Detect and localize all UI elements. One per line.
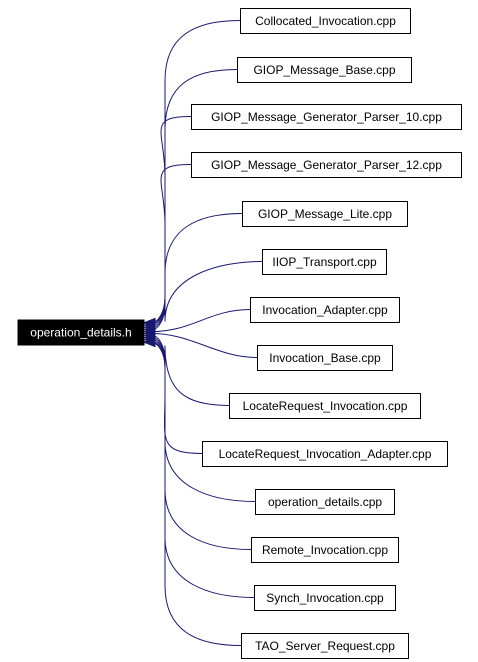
dependency-edge (151, 309, 251, 333)
dependency-edge (151, 336, 203, 454)
arrowhead (143, 337, 156, 348)
node-iiop-transport-cpp[interactable]: IIOP_Transport.cpp (262, 249, 387, 275)
node-label: LocateRequest_Invocation_Adapter.cpp (219, 447, 432, 461)
node-giop-message-generator-parser-10-cpp[interactable]: GIOP_Message_Generator_Parser_10.cpp (191, 104, 462, 130)
node-label: TAO_Server_Request.cpp (255, 639, 395, 653)
node-label: GIOP_Message_Generator_Parser_10.cpp (211, 110, 442, 124)
node-box (254, 585, 396, 611)
node-box (257, 345, 393, 371)
node-label: GIOP_Message_Lite.cpp (258, 207, 392, 221)
node-label: Invocation_Base.cpp (269, 351, 381, 365)
dependency-edge (151, 334, 230, 406)
dependency-edge (151, 342, 242, 646)
node-invocation-base-cpp[interactable]: Invocation_Base.cpp (257, 345, 393, 371)
dependency-edges (143, 20, 263, 646)
node-remote-invocation-cpp[interactable]: Remote_Invocation.cpp (251, 537, 399, 563)
node-collocated-invocation-cpp[interactable]: Collocated_Invocation.cpp (240, 8, 411, 34)
node-giop-message-lite-cpp[interactable]: GIOP_Message_Lite.cpp (242, 201, 408, 227)
graph-nodes: operation_details.h Collocated_Invocation… (17, 8, 462, 659)
node-invocation-adapter-cpp[interactable]: Invocation_Adapter.cpp (250, 297, 400, 323)
dependency-edge (151, 116, 192, 325)
node-giop-message-generator-parser-12-cpp[interactable]: GIOP_Message_Generator_Parser_12.cpp (191, 152, 462, 178)
dependency-edge (151, 213, 243, 329)
node-synch-invocation-cpp[interactable]: Synch_Invocation.cpp (254, 585, 396, 611)
node-box (202, 441, 448, 467)
node-label: GIOP_Message_Generator_Parser_12.cpp (211, 158, 442, 172)
node-locaterequest-invocation-adapter-cpp[interactable]: LocateRequest_Invocation_Adapter.cpp (202, 441, 448, 467)
node-label: Invocation_Adapter.cpp (262, 303, 388, 317)
node-box (237, 57, 412, 83)
dependency-edge (151, 164, 192, 327)
node-box (241, 633, 409, 659)
node-label: operation_details.cpp (268, 495, 382, 509)
node-label: GIOP_Message_Base.cpp (253, 63, 395, 77)
root-node-label: operation_details.h (30, 326, 131, 340)
node-label: Remote_Invocation.cpp (262, 543, 388, 557)
node-giop-message-base-cpp[interactable]: GIOP_Message_Base.cpp (237, 57, 412, 83)
node-box (251, 537, 399, 563)
node-locaterequest-invocation-cpp[interactable]: LocateRequest_Invocation.cpp (229, 393, 421, 419)
dependency-edge (151, 333, 258, 358)
node-label: LocateRequest_Invocation.cpp (243, 399, 408, 413)
root-node-box (17, 319, 145, 346)
node-tao-server-request-cpp[interactable]: TAO_Server_Request.cpp (241, 633, 409, 659)
node-box (191, 104, 462, 130)
node-box (250, 297, 400, 323)
node-box (240, 8, 411, 34)
node-label: IIOP_Transport.cpp (272, 255, 377, 269)
node-box (242, 201, 408, 227)
node-operation-details-cpp[interactable]: operation_details.cpp (255, 489, 395, 515)
node-box (262, 249, 387, 275)
dependency-edge (151, 342, 255, 598)
node-box (191, 152, 462, 178)
node-box (229, 393, 421, 419)
node-label: Collocated_Invocation.cpp (255, 14, 396, 28)
dependency-edge (151, 261, 263, 331)
node-box (255, 489, 395, 515)
root-node[interactable]: operation_details.h (17, 319, 145, 346)
dependency-edge (151, 69, 238, 323)
dependency-edge (151, 338, 256, 502)
node-label: Synch_Invocation.cpp (266, 591, 384, 605)
